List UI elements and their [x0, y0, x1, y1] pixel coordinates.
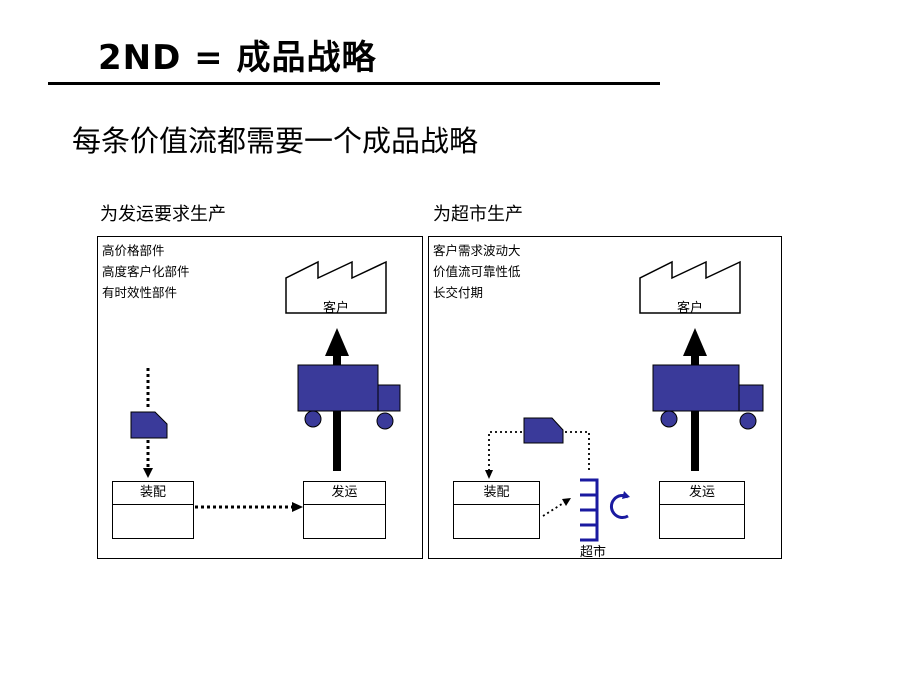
- assembly-label: 装配: [454, 482, 539, 505]
- right-panel-frame: [428, 236, 782, 559]
- title-divider: [48, 82, 660, 85]
- right-panel-notes: 客户需求波动大 价值流可靠性低 长交付期: [433, 240, 521, 303]
- factory-icon: [639, 260, 741, 314]
- left-panel-frame: [97, 236, 423, 559]
- shipping-process-box: 发运: [303, 481, 386, 539]
- assembly-process-box: 装配: [112, 481, 194, 539]
- shipping-process-box: 发运: [659, 481, 745, 539]
- note-item: 有时效性部件: [102, 285, 178, 300]
- truck-icon: [297, 364, 401, 430]
- factory-icon: [285, 260, 387, 314]
- page-title: 2ND = 成品战略: [98, 38, 377, 78]
- right-panel-title: 为超市生产: [433, 204, 523, 225]
- assembly-process-box: 装配: [453, 481, 540, 539]
- shipment-arrow: [325, 328, 349, 471]
- customer-label: 客户: [322, 301, 349, 316]
- note-item: 长交付期: [433, 285, 484, 300]
- shipping-label: 发运: [304, 482, 385, 505]
- shipment-arrow: [683, 328, 707, 471]
- note-item: 价值流可靠性低: [433, 264, 521, 279]
- page-subtitle: 每条价值流都需要一个成品战略: [72, 124, 479, 158]
- supermarket-label: 超市: [579, 545, 606, 560]
- shipping-label: 发运: [660, 482, 744, 505]
- kanban-card-icon: [523, 417, 564, 444]
- withdrawal-signal: [565, 431, 590, 470]
- kanban-card-icon: [130, 411, 168, 439]
- truck-icon: [652, 364, 764, 430]
- note-item: 高价格部件: [102, 243, 165, 258]
- customer-label: 客户: [676, 301, 703, 316]
- note-item: 客户需求波动大: [433, 243, 521, 258]
- left-panel-notes: 高价格部件 高度客户化部件 有时效性部件: [102, 240, 190, 303]
- supermarket-icon: [580, 478, 630, 542]
- assembly-label: 装配: [113, 482, 193, 505]
- production-signal: [488, 431, 522, 472]
- push-arrow: [542, 501, 566, 517]
- left-panel-title: 为发运要求生产: [100, 204, 226, 225]
- note-item: 高度客户化部件: [102, 264, 190, 279]
